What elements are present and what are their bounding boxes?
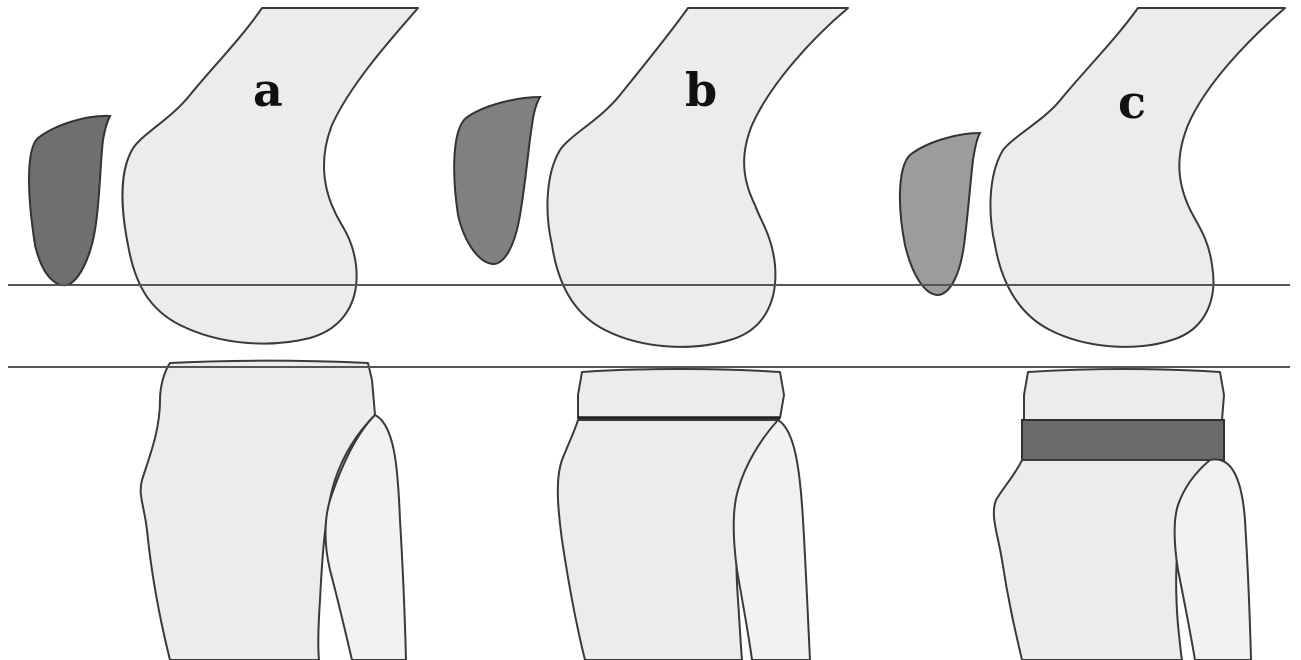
panel-label-b: b [685,63,717,117]
spacer-band-c [1022,420,1224,460]
tibia-plateau-b [578,369,784,418]
panel-label-c: c [1118,75,1146,129]
panel-label-a: a [253,63,283,117]
tibia-plateau-c [1024,369,1224,420]
